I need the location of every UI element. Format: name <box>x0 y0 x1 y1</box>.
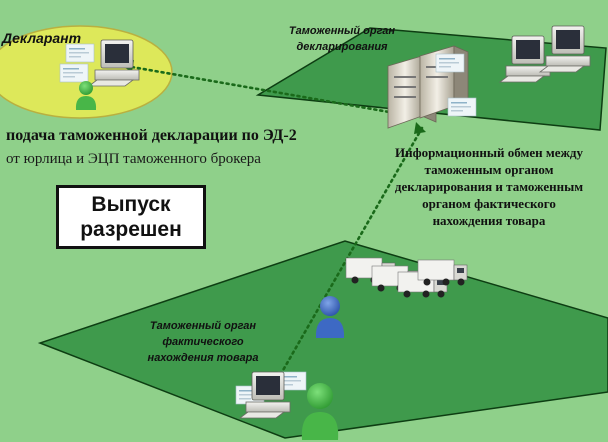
person-icon <box>301 383 339 440</box>
document-icon <box>447 97 477 117</box>
person-icon <box>315 296 345 338</box>
info-exchange-text: Информационный обмен между таможенным ор… <box>372 144 606 229</box>
exchange-line: таможенным органом <box>424 162 554 177</box>
declarant-to-server-connector <box>130 65 414 118</box>
label-line: Таможенный орган <box>288 25 396 37</box>
arrowhead-icon <box>414 122 426 134</box>
document-icon <box>435 53 465 73</box>
label-line: декларирования <box>296 41 388 53</box>
actual-location-customs-office-label: Таможенный орган фактического нахождения… <box>118 318 288 366</box>
exchange-line: декларирования и таможенным <box>394 179 584 194</box>
exchange-line: нахождения товара <box>432 213 546 228</box>
submission-subtitle: от юрлица и ЭЦП таможенного брокера <box>6 151 261 167</box>
document-icon <box>59 63 89 83</box>
release-status-line: Выпуск <box>91 193 171 216</box>
person-icon <box>75 81 97 110</box>
exchange-line: органом фактического <box>422 196 556 211</box>
submission-title: подача таможенной декларации по ЭД-2 <box>6 127 297 144</box>
label-line: Таможенный орган <box>149 320 257 332</box>
declaration-customs-office-label: Таможенный орган декларирования <box>262 23 422 55</box>
release-status-line: разрешен <box>80 218 182 241</box>
label-line: нахождения товара <box>147 352 259 364</box>
document-icon <box>65 43 95 63</box>
declarant-label: Декларант <box>2 30 82 46</box>
server-to-location-connector <box>280 126 424 374</box>
actual-location-customs-zone <box>37 240 608 439</box>
label-line: фактического <box>162 336 244 348</box>
release-status-box: Выпуск разрешен <box>56 185 206 249</box>
exchange-line: Информационный обмен между <box>395 145 583 160</box>
